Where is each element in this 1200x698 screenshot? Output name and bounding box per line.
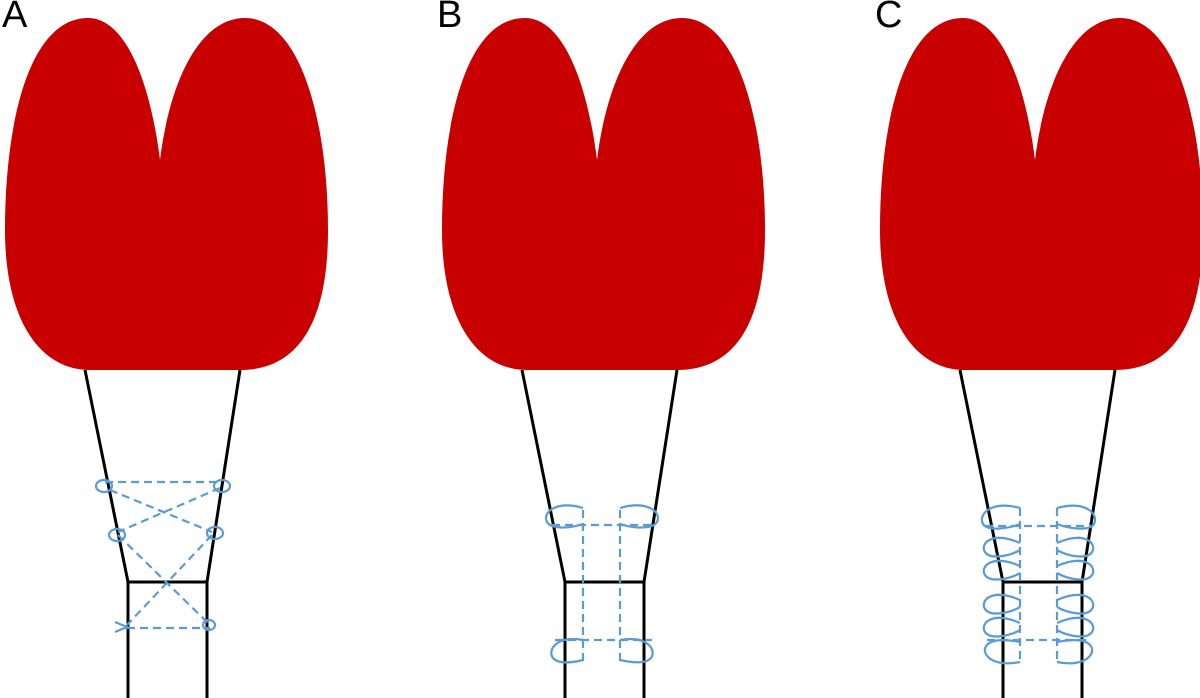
panel-label-a: A [2,0,28,36]
panel-b [440,16,767,698]
muscle-tendon-a [3,16,330,698]
suture-locking-loop-b [544,504,660,664]
muscle-tendon-b [440,16,767,698]
panel-c [878,16,1200,698]
suture-locking-loop-c [980,504,1097,665]
panel-label-c: C [875,0,903,36]
panel-label-b: B [437,0,463,36]
suture-cross-stitch [94,478,232,634]
panel-a [3,16,330,698]
muscle-tendon-c [878,16,1200,698]
